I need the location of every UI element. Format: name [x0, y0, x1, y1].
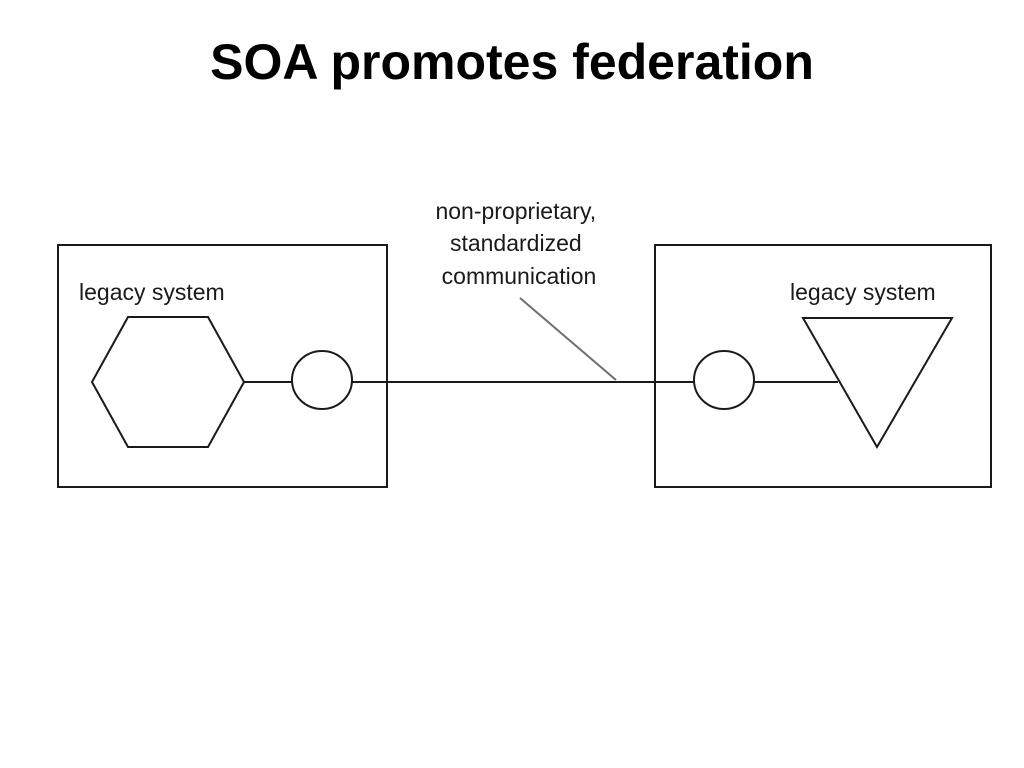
- hexagon-icon: [90, 316, 246, 448]
- communication-label-line-2: standardized: [450, 230, 582, 256]
- communication-label: non-proprietary, standardized communicat…: [435, 198, 602, 289]
- callout-leader-line: [519, 297, 617, 381]
- communication-label-line-3: communication: [442, 263, 597, 289]
- left-system-box: [57, 244, 388, 488]
- left-legacy-system: legacy system: [57, 244, 388, 488]
- triangle-icon: [801, 317, 954, 449]
- right-service-interface-icon: [693, 350, 755, 410]
- communication-link: non-proprietary, standardized communicat…: [352, 198, 694, 383]
- right-system-label: legacy system: [790, 279, 936, 305]
- left-service-interface-icon: [291, 350, 353, 410]
- left-system-label: legacy system: [79, 279, 225, 305]
- right-legacy-system: legacy system: [654, 244, 992, 488]
- slide-title: SOA promotes federation: [210, 34, 814, 90]
- communication-label-line-1: non-proprietary,: [435, 198, 596, 224]
- right-system-box: [654, 244, 992, 488]
